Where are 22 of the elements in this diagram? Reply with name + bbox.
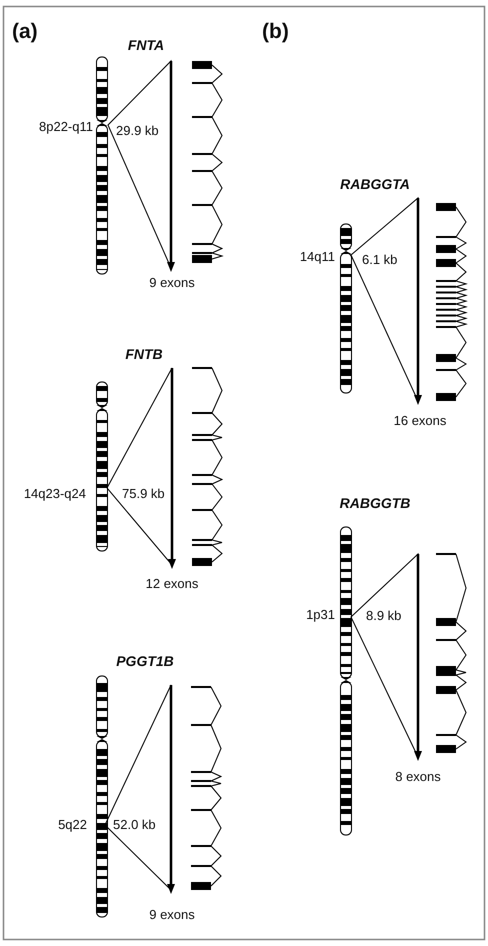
panel-label: (a) (12, 21, 38, 42)
locus-label: 5q22 (58, 818, 87, 831)
exon-count-label: 9 exons (149, 908, 195, 921)
gene-name: RABGGTA (340, 177, 410, 191)
exon-count-label: 16 exons (394, 414, 446, 427)
size-label: 29.9 kb (116, 124, 159, 137)
size-label: 6.1 kb (362, 253, 398, 266)
gene-name: PGGT1B (116, 654, 174, 668)
gene-name: FNTB (125, 347, 163, 361)
panel-label: (b) (262, 21, 289, 42)
exon-count-label: 8 exons (395, 770, 441, 783)
size-label: 75.9 kb (122, 487, 165, 500)
size-label: 52.0 kb (113, 818, 156, 831)
locus-label: 14q23-q24 (24, 487, 86, 500)
exon-count-label: 9 exons (149, 276, 195, 289)
gene-name: FNTA (128, 38, 164, 52)
size-label: 8.9 kb (366, 609, 402, 622)
locus-label: 1p31 (306, 608, 335, 621)
exon-count-label: 12 exons (146, 577, 198, 590)
locus-label: 8p22-q11 (39, 120, 93, 133)
gene-name: RABGGTB (340, 496, 410, 510)
locus-label: 14q11 (300, 250, 335, 263)
